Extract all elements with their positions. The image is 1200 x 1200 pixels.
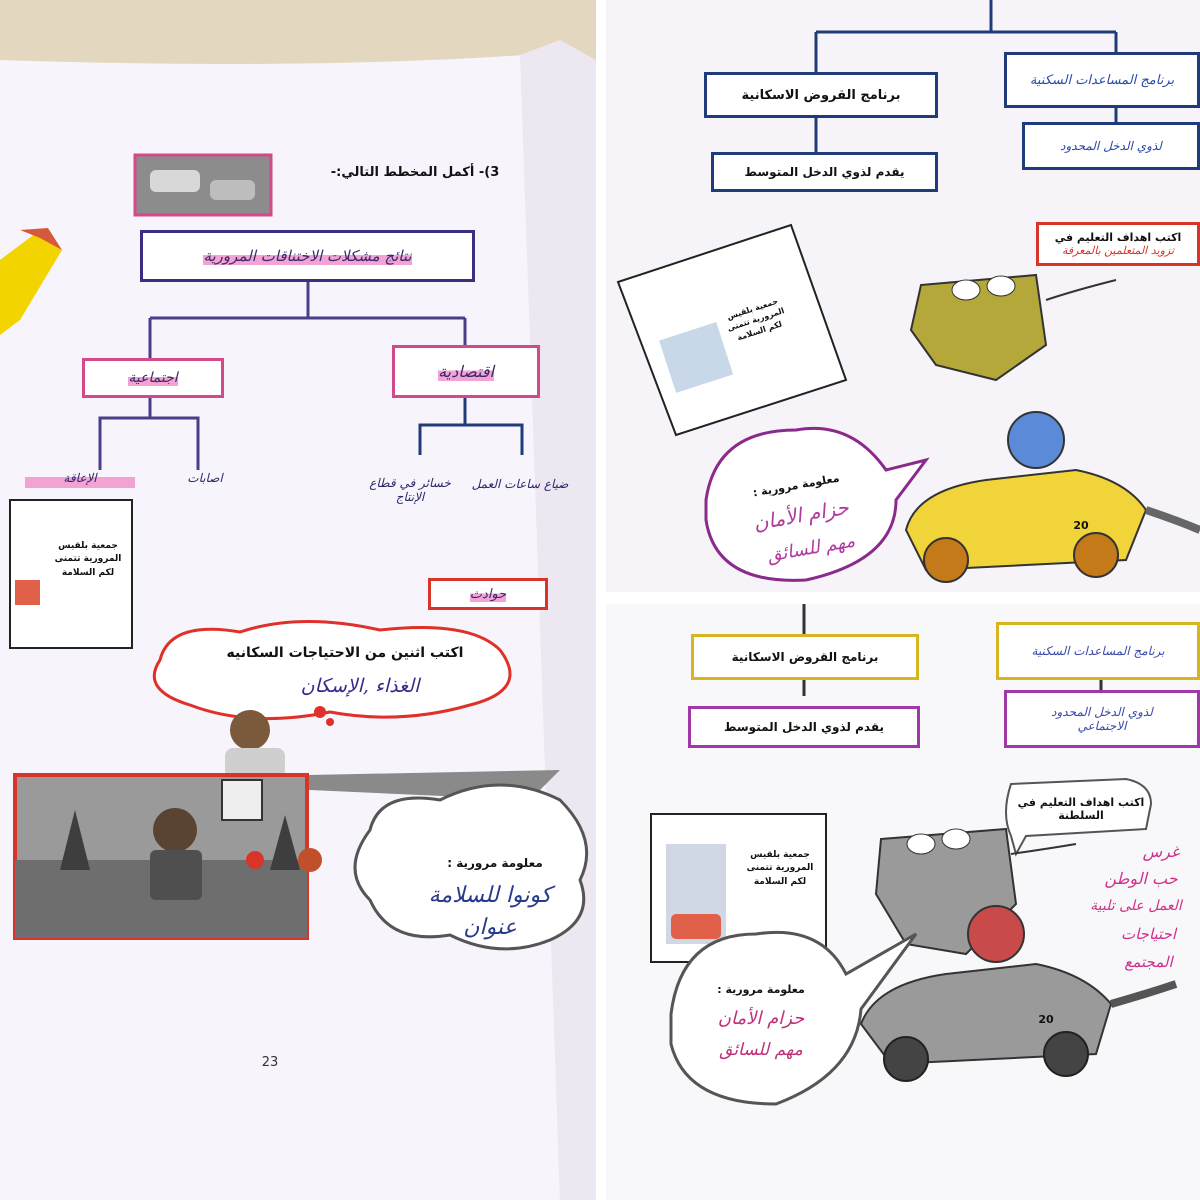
tr-edu-prompt: اكتب اهداف التعليم في — [1054, 231, 1182, 244]
br-edu-answer-4: احتياجات — [1120, 925, 1177, 943]
br-program-right-text: برنامج المساعدات السكنية — [1031, 644, 1165, 658]
branch-right-box: اقتصادية — [392, 345, 540, 398]
root-box-text: نتائج مشكلات الاختناقات المرورية — [203, 247, 412, 265]
leaf-3: اصابات — [187, 471, 223, 485]
top-right-photo: برنامج القروض الاسكانية برنامج المساعدات… — [606, 0, 1200, 592]
br-info-answer-line1: حزام الأمان — [717, 1007, 805, 1029]
info-label: معلومة مرورية : — [447, 856, 543, 870]
top-right-drawing — [616, 0, 1200, 583]
page-number: 23 — [261, 1054, 279, 1070]
br-info-label: معلومة مرورية : — [717, 982, 805, 996]
tr-sub-right: لذوي الدخل المحدود — [1022, 122, 1200, 170]
branch-left-text: اجتماعية — [128, 370, 178, 386]
tr-program-right-text: برنامج المساعدات السكنية — [1029, 72, 1175, 88]
br-edu-answer-3: العمل على تلبية — [1090, 898, 1182, 914]
br-program-left: برنامج القروض الاسكانية — [691, 634, 919, 680]
leaf-4: الإعاقة — [25, 468, 135, 488]
br-edu-prompt: اكتب اهداف التعليم في السلطنة — [1017, 796, 1145, 822]
br-edu-answer-1: غرس — [1142, 841, 1180, 861]
info-answer-line1: كونوا للسلامة — [428, 882, 552, 908]
info-answer-line2: عنوان — [463, 914, 517, 940]
br-edu-answer-2: حب الوطن — [1104, 868, 1178, 888]
br-info-answer-line2: مهم للسائق — [719, 1040, 803, 1060]
br-sub-right: لذوي الدخل المحدود الاجتماعي — [1004, 690, 1200, 748]
exercise-title: 3)- أكمل المخطط التالي:- — [330, 164, 500, 180]
tr-edu-answer: تزويد المتعلمين بالمعرفة — [1062, 244, 1175, 257]
leaf-1: ضياع ساعات العمل — [471, 477, 569, 491]
tr-edu-prompt-box: اكتب اهداف التعليم في تزويد المتعلمين با… — [1036, 222, 1200, 266]
cloud-prompt: اكتب اثنين من الاحتياجات السكانيه — [226, 645, 464, 661]
logo-card-text: جمعية بلقيس المرورية تتمنى لكم السلامة — [54, 540, 122, 578]
tr-sub-left-text: يقدم لذوي الدخل المتوسط — [744, 165, 905, 179]
br-car-number: 20 — [1038, 1012, 1054, 1026]
br-sub-right-extra: الاجتماعي — [1077, 719, 1127, 733]
br-edu-answer-5: المجتمع — [1124, 953, 1173, 971]
cloud-answer: الغذاء ,الإسكان — [300, 675, 420, 697]
br-sub-left: يقدم لذوي الدخل المتوسط — [688, 706, 920, 748]
tr-program-right: برنامج المساعدات السكنية — [1004, 52, 1200, 108]
br-sub-right-text: لذوي الدخل المحدود — [1051, 705, 1153, 719]
left-page-drawing — [0, 0, 596, 1200]
root-box: نتائج مشكلات الاختناقات المرورية — [140, 230, 475, 282]
br-sub-left-text: يقدم لذوي الدخل المتوسط — [724, 720, 884, 734]
tr-sub-right-text: لذوي الدخل المحدود — [1060, 139, 1162, 153]
tr-sub-left: يقدم لذوي الدخل المتوسط — [711, 152, 938, 192]
br-logo-text: جمعية بلقيس المرورية تتمنى لكم السلامة — [746, 849, 814, 887]
tr-car-number: 20 — [1073, 518, 1089, 532]
extra-box: حوادث — [428, 578, 548, 610]
br-program-right: برنامج المساعدات السكنية — [996, 622, 1200, 680]
extra-box-text: حوادث — [469, 586, 507, 602]
bottom-right-drawing — [650, 604, 1178, 1106]
tr-program-left: برنامج القروض الاسكانية — [704, 72, 938, 118]
leaf-2: خسائر في قطاع الإنتاج — [369, 476, 451, 504]
tr-program-left-text: برنامج القروض الاسكانية — [741, 87, 901, 103]
branch-right-text: اقتصادية — [438, 362, 494, 381]
left-photo: 3)- أكمل المخطط التالي:- نتائج مشكلات ال… — [0, 0, 596, 1200]
br-program-left-text: برنامج القروض الاسكانية — [731, 650, 879, 664]
branch-left-box: اجتماعية — [82, 358, 224, 398]
bottom-right-photo: برنامج القروض الاسكانية برنامج المساعدات… — [606, 604, 1200, 1200]
